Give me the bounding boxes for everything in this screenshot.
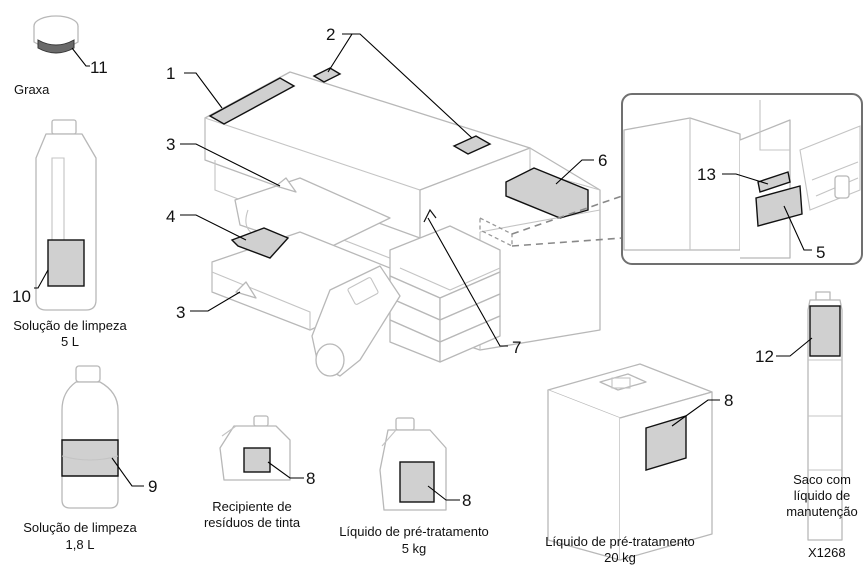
- label-13-location: [757, 171, 791, 193]
- leader-8b: [427, 485, 460, 501]
- callout-6: 6: [598, 151, 607, 170]
- label-waste-line1: Recipiente de: [212, 499, 292, 514]
- label-cleaning-18l-line2: 1,8 L: [66, 537, 95, 552]
- callout-10: 10: [12, 287, 31, 306]
- callout-5: 5: [816, 243, 825, 262]
- leader-4: [180, 214, 247, 241]
- callout-3a: 3: [166, 135, 175, 154]
- leader-13: [722, 173, 769, 185]
- leader-2b: [352, 33, 473, 139]
- waste-ink-container: [219, 415, 291, 481]
- label-pretreat5-line2: 5 kg: [402, 541, 427, 556]
- leader-8a: [267, 461, 304, 479]
- leader-10: [34, 269, 49, 289]
- label-5-location: [755, 185, 803, 227]
- callout-11: 11: [90, 58, 108, 77]
- leader-6: [555, 159, 594, 185]
- callout-4: 4: [166, 207, 175, 226]
- label-grease: Graxa: [14, 82, 50, 97]
- callout-7: 7: [512, 338, 521, 357]
- callout-8c: 8: [724, 391, 733, 410]
- label-12-location: [809, 305, 841, 357]
- leader-3b: [190, 291, 241, 312]
- label-2-location-a: [312, 67, 342, 83]
- label-8-location-pretreat20: [645, 415, 687, 471]
- label-waste-line2: resíduos de tinta: [204, 515, 301, 530]
- callout-2: 2: [326, 25, 335, 44]
- label-cleaning-5l-line2: 5 L: [61, 334, 79, 349]
- callout-9: 9: [148, 477, 157, 496]
- pretreatment-5kg-container: [379, 417, 447, 511]
- label-6-location: [505, 167, 589, 219]
- leader-5: [783, 205, 812, 251]
- callout-3b: 3: [176, 303, 185, 322]
- figure-id: X1268: [808, 545, 846, 560]
- label-cleaning-5l-line1: Solução de limpeza: [13, 318, 127, 333]
- grease-jar: [33, 15, 79, 54]
- callout-13: 13: [697, 165, 716, 184]
- label-pretreat20-line2: 20 kg: [604, 550, 636, 565]
- pretreatment-20kg-container: [547, 363, 713, 561]
- label-9-location: [61, 439, 119, 477]
- label-pretreat20-line1: Líquido de pré-tratamento: [545, 534, 695, 549]
- label-8-location-waste: [243, 447, 271, 473]
- callout-8a: 8: [306, 469, 315, 488]
- callout-12: 12: [755, 347, 774, 366]
- leader-9: [111, 457, 144, 487]
- printer: [204, 67, 601, 377]
- callout-1: 1: [166, 64, 175, 83]
- leader-7: [427, 217, 508, 347]
- label-cleaning-18l-line1: Solução de limpeza: [23, 520, 137, 535]
- label-1-location: [208, 77, 296, 125]
- leader-8c: [671, 399, 720, 427]
- maintenance-liquid-bag: [807, 291, 843, 541]
- label-pretreat5-line1: Líquido de pré-tratamento: [339, 524, 489, 539]
- label-10-location: [47, 239, 85, 287]
- label-bag-line1: Saco com: [793, 472, 851, 487]
- detail-inset: [621, 93, 863, 265]
- label-2-location-b: [452, 135, 492, 155]
- cleaning-solution-5l-bottle: [35, 119, 97, 311]
- leader-12: [776, 337, 813, 357]
- leader-3a: [180, 143, 281, 187]
- label-8-location-pretreat5: [399, 461, 435, 503]
- leader-1: [184, 72, 223, 109]
- label-bag-line2: líquido de: [794, 488, 850, 503]
- label-4-location: [230, 227, 290, 259]
- cleaning-solution-18l-bottle: [61, 365, 119, 509]
- label-bag-line3: manutenção: [786, 504, 858, 519]
- callout-8b: 8: [462, 491, 471, 510]
- leader-11: [71, 47, 90, 67]
